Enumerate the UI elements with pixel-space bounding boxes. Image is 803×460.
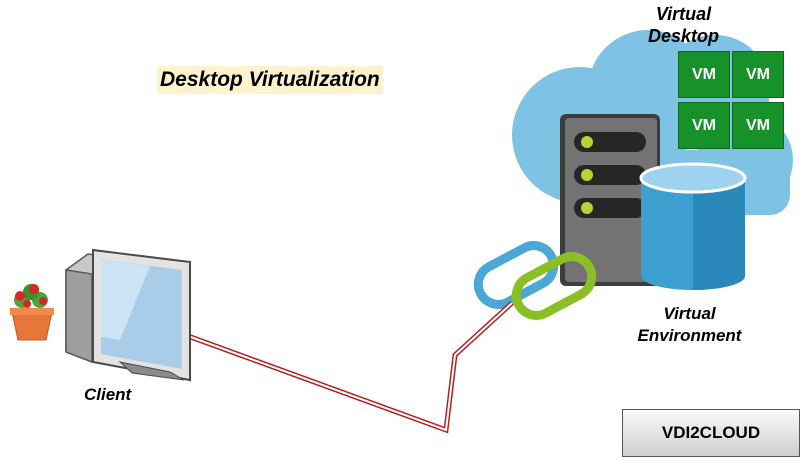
database-icon <box>639 162 747 290</box>
vm-tile: VM <box>678 51 730 98</box>
connection-line <box>187 301 514 434</box>
client-computer-icon <box>65 248 191 382</box>
page-title: Desktop Virtualization <box>157 66 383 94</box>
vm-tile: VM <box>732 51 784 98</box>
vm-tile: VM <box>678 102 730 149</box>
server-icon <box>560 114 660 286</box>
client-label: Client <box>84 385 132 404</box>
chain-link-icon <box>473 241 597 320</box>
flower-pot-icon <box>10 284 54 341</box>
virtual-environment-label: Virtual Environment <box>637 304 742 345</box>
vdi2cloud-button[interactable]: VDI2CLOUD <box>622 409 800 457</box>
virtual-desktop-label: Virtual Desktop <box>647 4 719 46</box>
vm-tile: VM <box>732 102 784 149</box>
